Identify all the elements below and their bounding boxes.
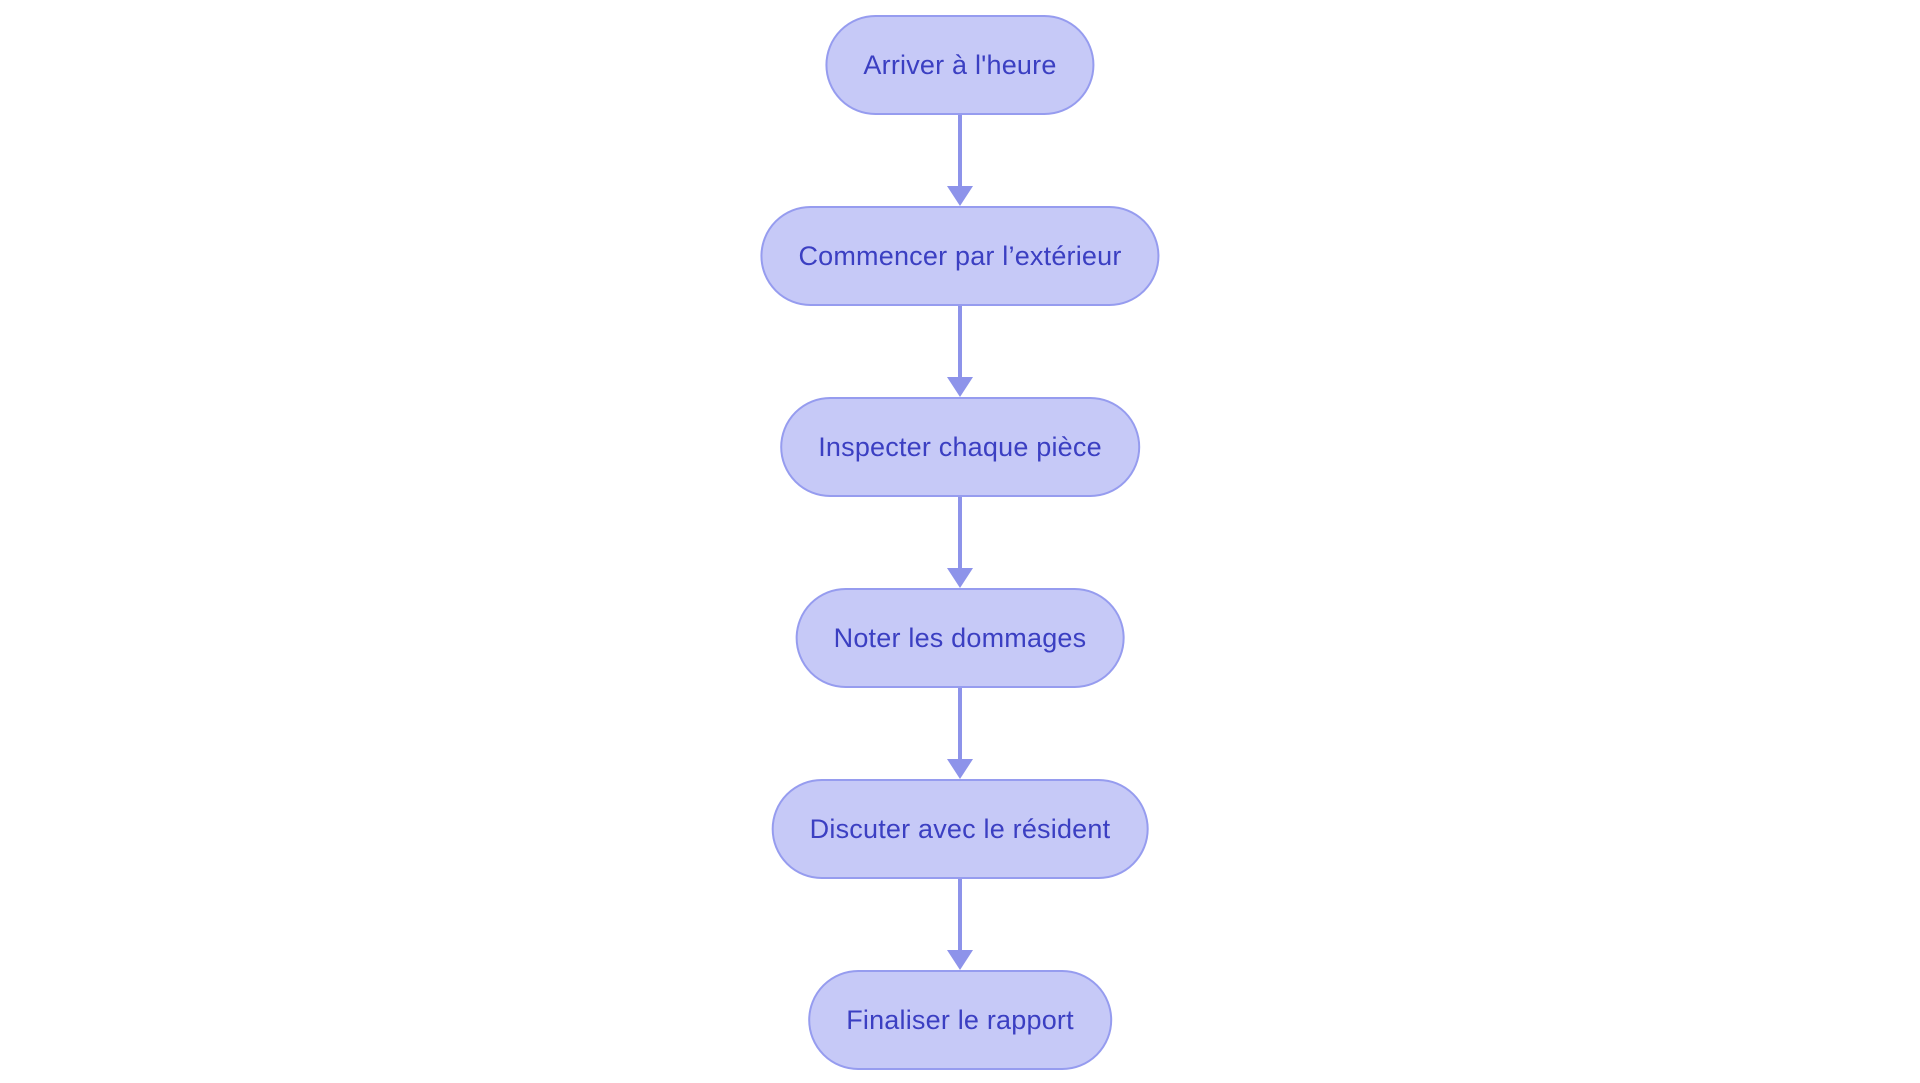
flow-arrow-line <box>958 115 962 186</box>
flow-arrow <box>947 688 973 779</box>
flow-node-n5: Discuter avec le résident <box>771 779 1149 879</box>
flow-node-label: Noter les dommages <box>833 622 1087 653</box>
arrowhead-down-icon <box>947 377 973 397</box>
flow-arrow <box>947 879 973 970</box>
arrowhead-down-icon <box>947 759 973 779</box>
flow-node-label: Inspecter chaque pièce <box>818 431 1102 462</box>
flow-arrow <box>947 306 973 397</box>
flow-node-n4: Noter les dommages <box>795 588 1125 688</box>
arrowhead-down-icon <box>947 568 973 588</box>
arrowhead-down-icon <box>947 186 973 206</box>
flow-node-n3: Inspecter chaque pièce <box>780 397 1140 497</box>
flow-node-label: Finaliser le rapport <box>846 1004 1074 1035</box>
flow-node-n6: Finaliser le rapport <box>808 970 1112 1070</box>
flow-node-n1: Arriver à l'heure <box>825 15 1095 115</box>
flow-arrow <box>947 497 973 588</box>
flow-node-label: Commencer par l’extérieur <box>798 240 1122 271</box>
flow-arrow-line <box>958 497 962 568</box>
flow-arrow-line <box>958 879 962 950</box>
arrowhead-down-icon <box>947 950 973 970</box>
flow-arrow <box>947 115 973 206</box>
flow-node-n2: Commencer par l’extérieur <box>760 206 1160 306</box>
flow-node-label: Arriver à l'heure <box>863 49 1057 80</box>
flow-node-label: Discuter avec le résident <box>809 813 1111 844</box>
flow-arrow-line <box>958 688 962 759</box>
flow-arrow-line <box>958 306 962 377</box>
